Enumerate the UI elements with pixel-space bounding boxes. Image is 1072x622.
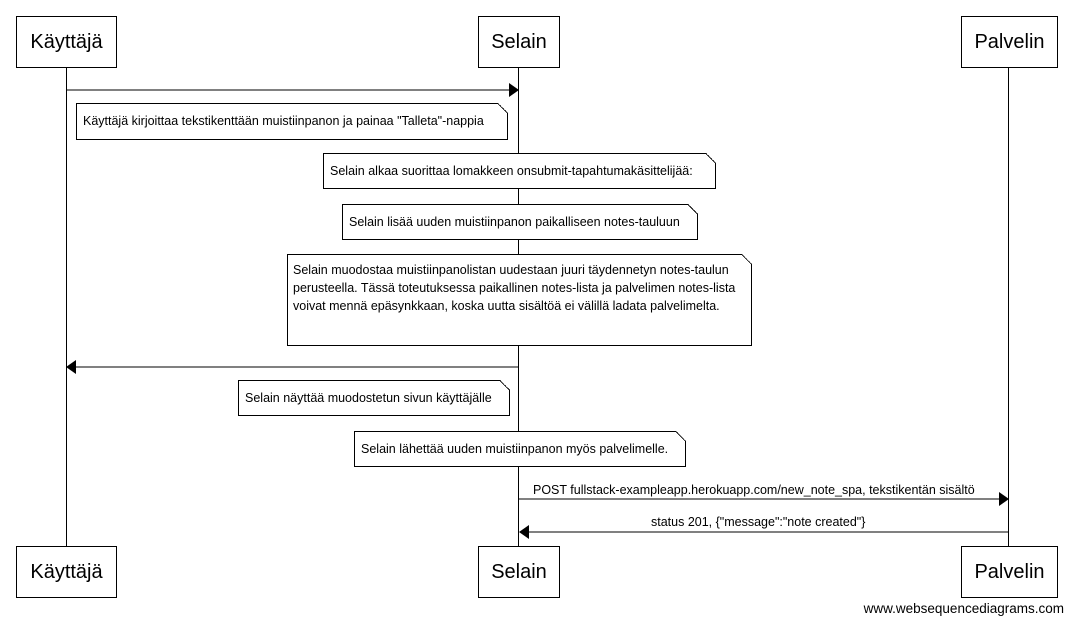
lifeline-server bbox=[1008, 68, 1009, 546]
actor-server-label: Palvelin bbox=[974, 560, 1045, 583]
actor-server-top: Palvelin bbox=[961, 16, 1058, 68]
arrow-user-to-browser bbox=[67, 83, 519, 97]
note-send-to-server: Selain lähettää uuden muistiinpanon myös… bbox=[354, 431, 686, 467]
actor-user-label: Käyttäjä bbox=[30, 30, 103, 53]
note-user-input-text: Käyttäjä kirjoittaa tekstikenttään muist… bbox=[83, 114, 484, 128]
arrow-server-to-browser bbox=[519, 525, 1008, 539]
actor-browser-top: Selain bbox=[478, 16, 560, 68]
note-user-input: Käyttäjä kirjoittaa tekstikenttään muist… bbox=[76, 103, 508, 140]
actor-user-top: Käyttäjä bbox=[16, 16, 117, 68]
lifeline-user bbox=[66, 68, 67, 546]
arrow-browser-to-server bbox=[519, 492, 1009, 506]
note-show-page-text: Selain näyttää muodostetun sivun käyttäj… bbox=[245, 391, 492, 405]
actor-user-bottom: Käyttäjä bbox=[16, 546, 117, 598]
actor-server-bottom: Palvelin bbox=[961, 546, 1058, 598]
actor-browser-label: Selain bbox=[491, 560, 547, 583]
footer-credit: www.websequencediagrams.com bbox=[863, 601, 1064, 616]
note-add-to-notes: Selain lisää uuden muistiinpanon paikall… bbox=[342, 204, 698, 240]
note-send-to-server-text: Selain lähettää uuden muistiinpanon myös… bbox=[361, 442, 669, 456]
actor-server-label: Palvelin bbox=[974, 30, 1045, 53]
actor-user-label: Käyttäjä bbox=[30, 560, 103, 583]
note-show-page: Selain näyttää muodostetun sivun käyttäj… bbox=[238, 380, 510, 416]
note-rebuild-list: Selain muodostaa muistiinpanolistan uude… bbox=[287, 254, 752, 346]
arrow-browser-to-user bbox=[66, 360, 518, 374]
actor-browser-label: Selain bbox=[491, 30, 547, 53]
note-add-to-notes-text: Selain lisää uuden muistiinpanon paikall… bbox=[349, 215, 680, 229]
note-onsubmit: Selain alkaa suorittaa lomakkeen onsubmi… bbox=[323, 153, 716, 189]
message-label-post: POST fullstack-exampleapp.herokuapp.com/… bbox=[533, 483, 975, 497]
note-onsubmit-text: Selain alkaa suorittaa lomakkeen onsubmi… bbox=[330, 164, 693, 178]
message-label-status: status 201, {"message":"note created"} bbox=[651, 515, 866, 529]
note-rebuild-list-text: Selain muodostaa muistiinpanolistan uude… bbox=[293, 263, 736, 313]
actor-browser-bottom: Selain bbox=[478, 546, 560, 598]
